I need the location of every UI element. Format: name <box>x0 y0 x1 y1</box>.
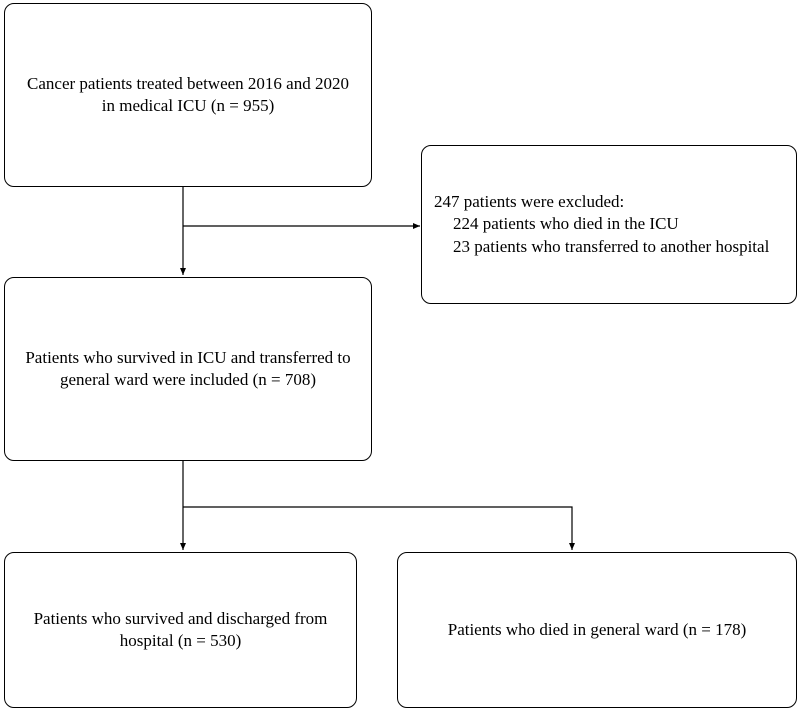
included-box: Patients who survived in ICU and transfe… <box>4 277 372 461</box>
discharged-box: Patients who survived and discharged fro… <box>4 552 357 708</box>
discharged-text: Patients who survived and discharged fro… <box>33 608 328 650</box>
excluded-text: 247 patients were excluded: 224 patients… <box>422 191 769 257</box>
excluded-heading: 247 patients were excluded: <box>434 192 625 212</box>
died-box: Patients who died in general ward (n = 1… <box>397 552 797 708</box>
start-text: Cancer patients treated between 2016 and… <box>27 73 349 115</box>
excluded-item-transferred: 23 patients who transferred to another h… <box>453 236 770 256</box>
died-text: Patients who died in general ward (n = 1… <box>447 619 747 639</box>
start-box: Cancer patients treated between 2016 and… <box>4 3 372 187</box>
excluded-item-died-icu: 224 patients who died in the ICU <box>453 214 679 234</box>
included-text: Patients who survived in ICU and transfe… <box>25 347 351 389</box>
arrow-to-died <box>183 506 575 550</box>
excluded-box: 247 patients were excluded: 224 patients… <box>421 145 797 304</box>
